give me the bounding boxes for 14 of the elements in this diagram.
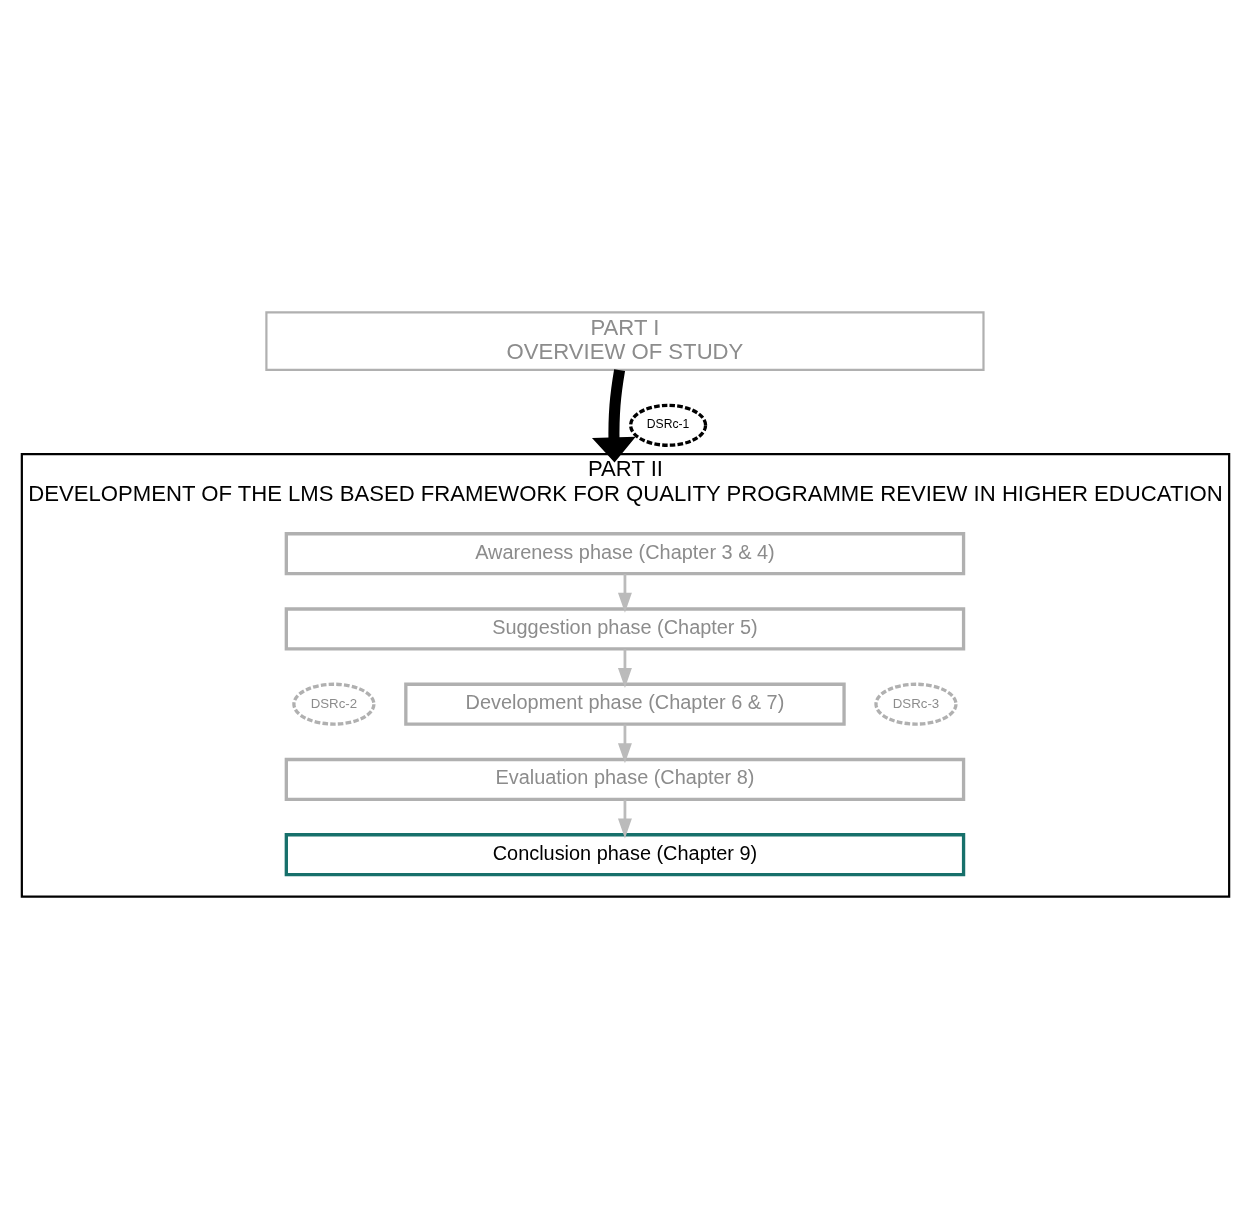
arrow: [617, 799, 632, 838]
node-ellipse: DSRc-3: [874, 682, 958, 726]
arrow: [591, 368, 636, 462]
node-box: Evaluation phase (Chapter 8): [284, 757, 966, 801]
arrow: [617, 573, 632, 613]
arrow: [617, 648, 632, 688]
arrow: [617, 723, 632, 763]
node-box: Suggestion phase (Chapter 5): [284, 606, 966, 650]
node-ellipse: DSRc-1: [629, 403, 708, 447]
node-box: Awareness phase (Chapter 3 & 4): [284, 531, 966, 575]
node-ellipse: DSRc-2: [292, 682, 376, 726]
node-box: Development phase (Chapter 6 & 7): [404, 682, 846, 726]
node-box: Conclusion phase (Chapter 9): [284, 832, 966, 876]
node-box: PART I OVERVIEW OF STUDY: [265, 310, 985, 371]
